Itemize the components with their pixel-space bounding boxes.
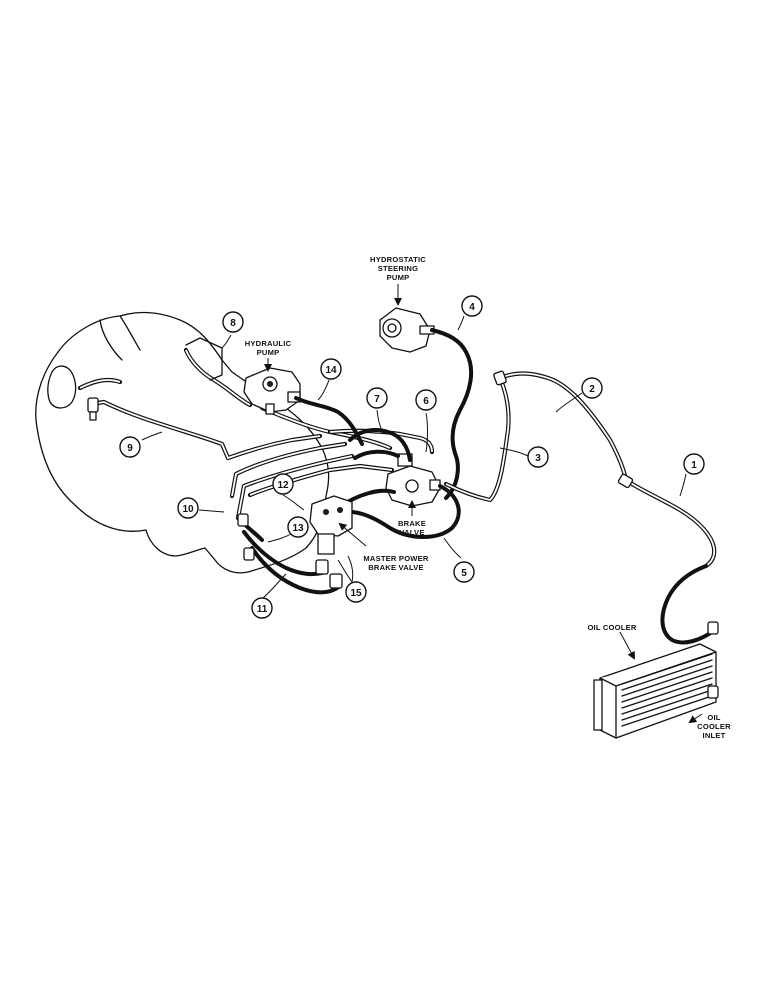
callout-13: 13 xyxy=(287,516,309,538)
callout-12: 12 xyxy=(272,473,294,495)
tube-line-9 xyxy=(77,377,323,461)
callout-8: 8 xyxy=(222,311,244,333)
label-hydrostatic-steering-pump: HYDROSTATIC STEERING PUMP xyxy=(370,255,426,282)
callout-number: 10 xyxy=(182,504,194,515)
callout-number: 8 xyxy=(230,318,236,329)
fitting-left xyxy=(87,397,99,421)
callout-5: 5 xyxy=(453,561,475,583)
tube-line-2-3 xyxy=(443,370,629,503)
callout-number: 4 xyxy=(469,302,475,313)
label-line-1: OIL xyxy=(707,713,720,722)
callout-10: 10 xyxy=(177,497,199,519)
callout-2: 2 xyxy=(581,377,603,399)
master-power-brake-valve xyxy=(309,495,353,555)
callout-1: 1 xyxy=(683,453,705,475)
hydraulic-pump xyxy=(243,367,301,415)
label-line-1: BRAKE xyxy=(398,519,426,528)
callout-number: 2 xyxy=(589,384,595,395)
label-oil-cooler-inlet: OIL COOLER INLET xyxy=(697,713,731,740)
label-line-2: STEERING xyxy=(378,264,418,273)
label-line-2: PUMP xyxy=(257,348,280,357)
callout-number: 3 xyxy=(535,453,541,464)
engine-outline xyxy=(35,311,330,574)
hydrostatic-steering-pump xyxy=(379,307,435,353)
label-line-2: BRAKE VALVE xyxy=(368,563,424,572)
label-line-3: PUMP xyxy=(387,273,410,282)
callout-15: 15 xyxy=(345,581,367,603)
label-line-1: HYDROSTATIC xyxy=(370,255,426,264)
label-hydraulic-pump: HYDRAULIC PUMP xyxy=(245,339,292,357)
callout-number: 13 xyxy=(292,523,304,534)
label-oil-cooler: OIL COOLER xyxy=(587,623,636,632)
callout-4: 4 xyxy=(461,295,483,317)
callout-3: 3 xyxy=(527,446,549,468)
brake-valve xyxy=(385,453,441,507)
hose-5 xyxy=(348,484,461,539)
hose-11-13-15 xyxy=(237,513,343,595)
callout-number: 1 xyxy=(691,460,697,471)
tube-bundle-10-12 xyxy=(229,405,435,521)
callout-14: 14 xyxy=(320,358,342,380)
oil-cooler xyxy=(593,621,719,739)
callout-6: 6 xyxy=(415,389,437,411)
leader-lines xyxy=(141,284,703,724)
callout-7: 7 xyxy=(366,387,388,409)
tube-line-1 xyxy=(617,473,717,645)
label-line-2: COOLER xyxy=(697,722,731,731)
callout-number: 12 xyxy=(277,480,289,491)
callout-number: 5 xyxy=(461,568,467,579)
callout-number: 9 xyxy=(127,443,133,454)
callout-number: 6 xyxy=(423,396,429,407)
callout-number: 11 xyxy=(257,604,268,615)
label-brake-valve: BRAKE VALVE xyxy=(398,519,426,537)
label-line-3: INLET xyxy=(703,731,726,740)
callout-number: 15 xyxy=(350,588,362,599)
label-line-1: HYDRAULIC xyxy=(245,339,292,348)
callout-number: 14 xyxy=(325,365,337,376)
hose-4 xyxy=(430,328,474,500)
tube-line-8 xyxy=(183,337,253,408)
label-text: OIL COOLER xyxy=(587,623,636,632)
callout-number: 7 xyxy=(374,394,380,405)
callout-11: 11 xyxy=(251,597,273,619)
label-line-1: MASTER POWER xyxy=(363,554,429,563)
callout-9: 9 xyxy=(119,436,141,458)
label-master-power-brake-valve: MASTER POWER BRAKE VALVE xyxy=(363,554,429,572)
label-line-2: VALVE xyxy=(399,528,424,537)
